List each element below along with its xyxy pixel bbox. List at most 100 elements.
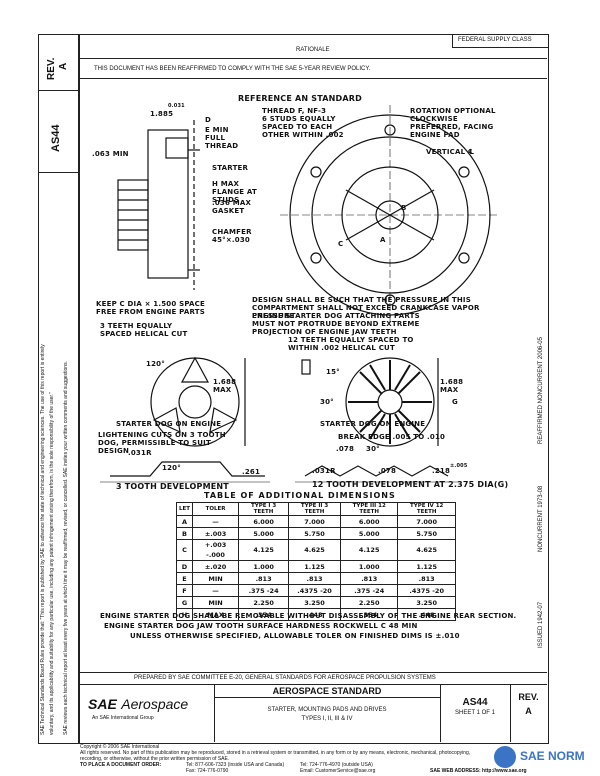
doc-number-left: AS44 [50,124,62,152]
footer-top-rule [78,672,547,673]
label-031r-a: .031R [128,449,152,457]
table-cell: .813 [238,572,290,585]
col-type3: TYPE III 12 TEETH [340,502,399,516]
table-cell: .448 [288,608,342,621]
twelve-tooth-development [304,465,449,477]
side-view-starter-body [117,179,149,251]
table-cell: 5.750 [397,527,456,540]
label-078-a: .078 [336,445,355,453]
rationale-text: THIS DOCUMENT HAS BEEN REAFFIRMED TO COM… [94,66,371,72]
label-starter: STARTER [212,164,249,172]
table-cell: 5.000 [238,527,290,540]
label-angle-30: 30° [320,398,334,406]
fax: Fax: 724-776-0790 [186,768,229,774]
label-063-min: .063 MIN [92,150,129,158]
footer-rev-label: REV. [518,692,539,702]
rev-value-left: A [58,62,69,70]
rev-label-left: REV. [46,57,57,80]
label-1688-max-a: 1.688 MAX [213,378,237,394]
footer-rev-value: A [525,706,532,716]
table-cell: 7.000 [288,515,342,528]
standard-title-1: STARTER, MOUNTING PADS AND DRIVES [267,707,387,713]
label-angle-15: 15° [326,368,340,376]
label-starter-dog-engine-a: STARTER DOG ON ENGINE [116,420,222,428]
table-cell: +.003 -.000 [192,539,240,561]
label-gasket: .036 MAX GASKET [212,199,252,215]
table-cell: .813 [288,572,342,585]
watermark-text: SAE NORM [520,749,585,763]
table-cell: G [175,596,194,609]
sae-norm-watermark: SAE NORM [494,742,594,772]
label-rotation: ROTATION OPTIONAL CLOCKWISE PREFERRED, F… [410,107,496,139]
table-cell: — [192,584,240,597]
label-d: D [205,116,212,124]
legal-text-1: SAE Technical Standards Board Rules prov… [40,344,46,735]
rationale-heading: RATIONALE [296,47,330,53]
legal-text-2: voluntary, and its applicability and sui… [49,392,55,735]
table-cell: .813 [340,572,399,585]
footer-col-3 [510,684,511,742]
label-a: A [380,236,386,244]
footer-sheet: SHEET 1 OF 1 [455,710,495,716]
col-type2: TYPE II 3 TEETH [288,502,342,516]
table-title: TABLE OF ADDITIONAL DIMENSIONS [204,491,396,500]
table-cell: 6.000 [238,515,290,528]
table-header-row: LET TOLER TYPE I 3 TEETH TYPE II 3 TEETH… [175,502,456,516]
label-g: G [452,398,458,406]
sae-logo: SAE Aerospace [88,696,188,714]
table-cell: 1.125 [288,560,342,573]
table-cell: ±.020 [192,560,240,573]
label-keep-c-dia: KEEP C DIA × 1.500 SPACE FREE FROM ENGIN… [96,300,205,316]
col-type4: TYPE IV 12 TEETH [397,502,456,516]
copyright: Copyright © 2006 SAE International [80,744,160,750]
side-view-stud [165,137,189,159]
note-line-1: ENGINE STARTER DOG SHALL BE REMOVABLE WI… [100,612,517,620]
side-view-flange [147,129,189,279]
technical-drawing [100,105,500,483]
table-cell: 1.125 [397,560,456,573]
standard-type: AEROSPACE STANDARD [272,686,382,696]
label-c: C [338,240,344,248]
col-toler: TOLER [192,502,240,516]
table-cell: MAX [192,608,240,621]
label-b: B [401,204,407,212]
label-vertical: VERTICAL ℄ [426,148,475,156]
label-031r-b: .031R [312,467,336,475]
prepared-by: PREPARED BY SAE COMMITTEE E-20, GENERAL … [134,675,436,681]
label-angle-120: 120° [146,360,165,368]
table-cell: 6.000 [340,515,399,528]
label-twelve-tooth-dev: 12 TOOTH DEVELOPMENT AT 2.375 DIA(G) [312,480,509,489]
label-three-tooth-dev: 3 TOOTH DEVELOPMENT [116,482,229,491]
table-cell: .813 [397,572,456,585]
table-cell: ±.003 [192,527,240,540]
rationale-bottom-rule [78,78,547,79]
table-cell: 4.125 [238,539,290,561]
tel-outside: Tel: 724-776-4970 (outside USA) [300,762,373,768]
rationale-rule [78,58,547,59]
table-cell: 5.000 [340,527,399,540]
table-cell: C [175,539,194,561]
table-cell: A [175,515,194,528]
watermark-badge [494,746,516,768]
left-strip-divider-1 [38,90,78,91]
table-cell: .354 [340,608,399,621]
table-cell: .4375 -20 [397,584,456,597]
footer-col-1 [214,684,215,742]
label-1688-max-b: 1.688 MAX [440,378,464,394]
note-line-2: ENGINE STARTER DOG JAW TOOTH SURFACE HAR… [104,622,418,630]
table-cell: 1.000 [238,560,290,573]
email: Email: CustomerService@sae.org [300,768,376,774]
col-type1: TYPE I 3 TEETH [238,502,290,516]
federal-supply-box [452,34,549,48]
table-row: F—.375 -24.4375 -20.375 -24.4375 -20 [175,584,456,597]
logo-sae: SAE [88,696,117,712]
tel-usa: Tel: 877-606-7323 (inside USA and Canada… [186,762,285,768]
label-lightening: LIGHTENING CUTS ON 3 TOOTH DOG, PERMISSI… [98,431,226,455]
footer-mid-rule [78,684,547,685]
order-label: TO PLACE A DOCUMENT ORDER: [80,762,162,768]
footer-doc-number: AS44 [462,697,488,708]
table-cell: E [175,572,194,585]
table-cell: 7.000 [397,515,456,528]
table-cell: .4375 -20 [288,584,342,597]
